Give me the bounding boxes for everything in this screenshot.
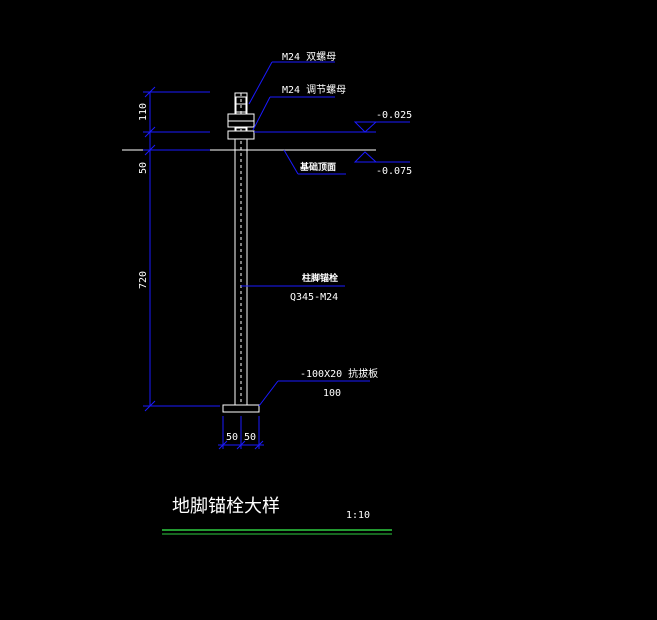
label-elevation-top: -0.025 (376, 110, 412, 121)
drawing-title: 地脚锚栓大样 (172, 496, 280, 517)
label-double-nut: M24 双螺母 (282, 51, 336, 63)
horizontal-dimension (218, 416, 264, 450)
elevation-marker-top (254, 121, 410, 133)
label-adjust-nut: M24 调节螺母 (282, 84, 346, 96)
adjusting-nut (227, 130, 255, 140)
dimension-lower: 720 (138, 271, 149, 289)
double-nut (227, 113, 255, 128)
anchor-plate (222, 404, 260, 413)
leader-adjust-nut (252, 96, 335, 131)
label-anchor-bolt: 柱脚锚栓 (302, 272, 338, 284)
label-foundation-top: 基础顶面 (299, 161, 336, 173)
leader-anchor-plate (258, 380, 370, 407)
drawing-scale: 1:10 (346, 510, 370, 521)
label-elevation-bottom: -0.075 (376, 166, 412, 177)
anchor-bolt (234, 92, 248, 407)
title-underline (162, 529, 392, 535)
leader-foundation-top (283, 149, 346, 175)
dimension-upper: 110 (138, 103, 149, 121)
leader-double-nut (248, 61, 335, 105)
label-bolt-spec: Q345-M24 (290, 292, 338, 303)
dimension-half-right: 50 (244, 432, 256, 443)
dimension-half-left: 50 (226, 432, 238, 443)
dimension-middle: 50 (138, 162, 149, 174)
label-plate-width: 100 (323, 388, 341, 399)
label-plate-spec: -100X20 抗拔板 (300, 367, 378, 380)
elevation-marker-bottom (353, 151, 410, 163)
vertical-dimension-chain (143, 86, 220, 412)
